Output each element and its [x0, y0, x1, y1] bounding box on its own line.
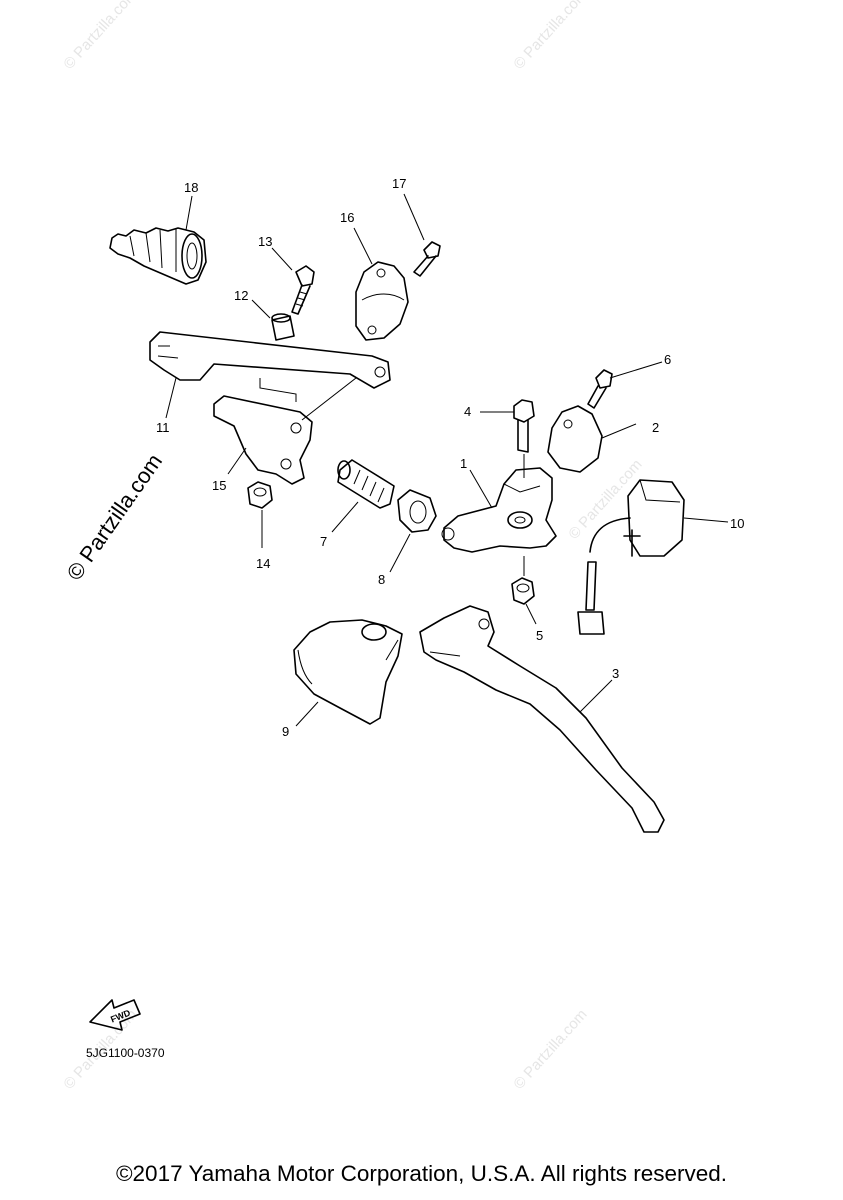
callout-17: 17 — [392, 176, 406, 191]
assembly-bracket-line — [259, 378, 297, 402]
part-17-screw — [413, 241, 441, 277]
part-2-holder-cap — [547, 405, 603, 473]
copyright-notice: ©2017 Yamaha Motor Corporation, U.S.A. A… — [115, 1161, 728, 1186]
callout-9: 9 — [282, 724, 289, 739]
diagram-code: 5JG1100-0370 — [86, 1046, 165, 1060]
part-16-holder-cap — [355, 261, 409, 341]
callout-14: 14 — [256, 556, 270, 571]
callout-8: 8 — [378, 572, 385, 587]
part-14-nut — [247, 481, 273, 509]
part-12-collar — [271, 313, 295, 341]
callout-18: 18 — [184, 180, 198, 195]
part-3-lever — [419, 605, 665, 833]
callout-12: 12 — [234, 288, 248, 303]
callout-15: 15 — [212, 478, 226, 493]
callout-16: 16 — [340, 210, 354, 225]
watermark: © Partzilla.com — [565, 456, 645, 542]
watermark-group: © Partzilla.com © Partzilla.com © Partzi… — [60, 0, 645, 1093]
callout-13: 13 — [258, 234, 272, 249]
part-1-lever-holder — [441, 467, 557, 553]
partzilla-watermark: © Partzilla.com — [62, 449, 168, 585]
leader-lines — [165, 193, 729, 727]
watermark: © Partzilla.com — [510, 0, 590, 73]
callout-1: 1 — [460, 456, 467, 471]
part-11-lever — [149, 331, 391, 389]
part-10-switch — [577, 479, 685, 635]
part-13-screw — [291, 265, 315, 315]
part-18-boot — [109, 227, 207, 285]
callout-labels: 18 17 16 13 12 11 15 14 7 8 4 1 6 2 10 5… — [156, 176, 744, 739]
part-4-bolt — [513, 399, 535, 478]
callout-7: 7 — [320, 534, 327, 549]
part-7-adjuster — [337, 459, 395, 509]
callout-2: 2 — [652, 420, 659, 435]
callout-3: 3 — [612, 666, 619, 681]
callout-5: 5 — [536, 628, 543, 643]
part-15-bracket — [213, 395, 313, 485]
part-5-nut — [511, 577, 535, 605]
assembly-guide-line — [301, 377, 357, 421]
callout-11: 11 — [156, 420, 170, 435]
part-6-screw — [587, 369, 613, 409]
callout-6: 6 — [664, 352, 671, 367]
watermark: © Partzilla.com — [60, 0, 140, 73]
part-8-locknut — [397, 489, 437, 533]
part-9-cover — [293, 619, 403, 725]
callout-4: 4 — [464, 404, 471, 419]
callout-10: 10 — [730, 516, 744, 531]
watermark: © Partzilla.com — [510, 1006, 590, 1092]
